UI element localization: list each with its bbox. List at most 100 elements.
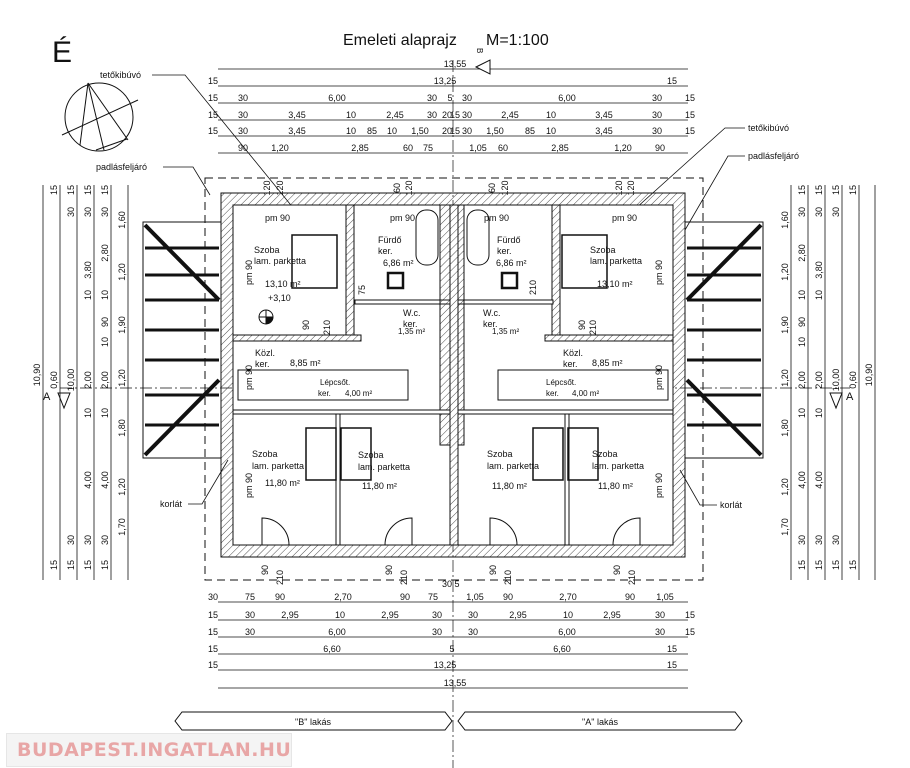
dim-label-left: 30 bbox=[100, 535, 110, 545]
callout-attic-stairs-left: padlásfeljáró bbox=[96, 162, 211, 196]
dim-label-right: 10 bbox=[814, 290, 824, 300]
dim-label-bottom: 30 bbox=[655, 627, 665, 637]
dim-label-right: 30 bbox=[831, 207, 841, 217]
dim-label-bottom: 15 bbox=[208, 610, 218, 620]
dim-label-right: 10 bbox=[797, 290, 807, 300]
dim-label-top: 3,45 bbox=[595, 110, 613, 120]
dim-label-bottom: 30 bbox=[468, 627, 478, 637]
dim-label-left: 0,60 bbox=[49, 371, 59, 389]
dim-label-bottom: 15 bbox=[685, 610, 695, 620]
svg-text:lam. parketta: lam. parketta bbox=[592, 461, 644, 471]
dim-label-bottom: 90 bbox=[503, 592, 513, 602]
dim-label-right: 10 bbox=[814, 408, 824, 418]
dim-label-bottom: 30 bbox=[442, 579, 452, 589]
dim-label-bottom: 6,00 bbox=[328, 627, 346, 637]
dim-label-left: 30 bbox=[100, 207, 110, 217]
svg-text:ker.: ker. bbox=[378, 246, 393, 256]
dim-label-top: 30 bbox=[462, 126, 472, 136]
svg-text:90: 90 bbox=[612, 565, 622, 575]
dim-label-top: 10 bbox=[546, 126, 556, 136]
section-mark-top bbox=[474, 59, 491, 75]
dim-label-bottom: 15 bbox=[667, 660, 677, 670]
svg-text:Szoba: Szoba bbox=[590, 245, 616, 255]
dim-label-top: 3,45 bbox=[288, 126, 306, 136]
dim-label-left: 1,20 bbox=[117, 369, 127, 387]
dim-label-left: 10 bbox=[100, 290, 110, 300]
dim-label-bottom: 15 bbox=[208, 660, 218, 670]
dim-label-top: 10 bbox=[346, 110, 356, 120]
dim-label-bottom: 30 bbox=[655, 610, 665, 620]
room-b-staircase: Lépcsőt.ker.4,00 m² bbox=[318, 378, 372, 398]
svg-text:210: 210 bbox=[399, 570, 409, 585]
dim-label-top: 15 bbox=[208, 110, 218, 120]
svg-text:lam. parketta: lam. parketta bbox=[590, 256, 642, 266]
dim-label-right: 4,00 bbox=[814, 471, 824, 489]
svg-text:11,80 m²: 11,80 m² bbox=[362, 481, 397, 491]
svg-text:pm 90: pm 90 bbox=[654, 260, 664, 285]
dim-label-right: 2,00 bbox=[797, 371, 807, 389]
room-a-corridor: Közl.ker.8,85 m² bbox=[563, 348, 623, 369]
svg-text:ker.: ker. bbox=[546, 389, 559, 398]
dim-label-right: 15 bbox=[797, 560, 807, 570]
callout-railing-right: korlát bbox=[679, 469, 743, 510]
dim-label-top: 20 bbox=[442, 126, 452, 136]
dim-label-left: 15 bbox=[83, 185, 93, 195]
svg-text:padlásfeljáró: padlásfeljáró bbox=[96, 162, 147, 172]
svg-text:+3,10: +3,10 bbox=[268, 293, 291, 303]
dim-label-top: 15 bbox=[450, 110, 460, 120]
dim-label-top: 6,00 bbox=[328, 93, 346, 103]
dim-label-left: 30 bbox=[83, 535, 93, 545]
dim-label-left: 30 bbox=[83, 207, 93, 217]
unit-banner-a: "A" lakás bbox=[457, 711, 743, 731]
dim-label-top: 30 bbox=[427, 110, 437, 120]
svg-text:13,10 m²: 13,10 m² bbox=[265, 279, 301, 289]
opening-label: 120 bbox=[614, 180, 624, 195]
dim-label-top: 90 bbox=[655, 143, 665, 153]
opening-label: 60 bbox=[487, 183, 497, 193]
dim-label-bottom: 6,60 bbox=[553, 644, 571, 654]
svg-text:210: 210 bbox=[528, 280, 538, 295]
svg-text:A: A bbox=[43, 391, 51, 403]
callout-railing-left: korlát bbox=[160, 459, 229, 509]
dim-label-top: 2,85 bbox=[551, 143, 569, 153]
building-walls bbox=[142, 192, 764, 558]
dim-label-bottom: 30 bbox=[245, 610, 255, 620]
dim-label-bottom: 15 bbox=[208, 644, 218, 654]
dim-label-right: 1,70 bbox=[780, 518, 790, 536]
dim-label-right: 3,80 bbox=[814, 261, 824, 279]
dim-label-bottom: 30 bbox=[468, 610, 478, 620]
svg-text:ker.: ker. bbox=[483, 319, 498, 329]
svg-text:Szoba: Szoba bbox=[592, 449, 618, 459]
svg-text:pm 90: pm 90 bbox=[244, 260, 254, 285]
dim-label-bottom: 75 bbox=[245, 592, 255, 602]
dim-label-right: 1,20 bbox=[780, 478, 790, 496]
svg-text:tetőkibúvó: tetőkibúvó bbox=[748, 123, 789, 133]
svg-text:tetőkibúvó: tetőkibúvó bbox=[100, 70, 141, 80]
svg-text:210: 210 bbox=[503, 570, 513, 585]
svg-text:90: 90 bbox=[260, 565, 270, 575]
dim-label-bottom: 10 bbox=[563, 610, 573, 620]
svg-text:210: 210 bbox=[627, 570, 637, 585]
dim-label-top: 30 bbox=[652, 110, 662, 120]
dim-label-bottom: 2,95 bbox=[281, 610, 299, 620]
dim-label-left: 15 bbox=[66, 560, 76, 570]
dim-label-top: 2,45 bbox=[386, 110, 404, 120]
svg-text:pm 90: pm 90 bbox=[654, 365, 664, 390]
dim-label-top: 60 bbox=[403, 143, 413, 153]
svg-text:90: 90 bbox=[577, 320, 587, 330]
dim-label-bottom: 15 bbox=[208, 627, 218, 637]
dim-label-left: 4,00 bbox=[83, 471, 93, 489]
opening-label: 120 bbox=[500, 180, 510, 195]
dim-label-bottom: 30 bbox=[432, 627, 442, 637]
dim-label-right: 10 bbox=[797, 337, 807, 347]
opening-label: 120 bbox=[404, 180, 414, 195]
dim-label-left: 10 bbox=[83, 408, 93, 418]
dim-label-right: 30 bbox=[831, 535, 841, 545]
dim-label-right: 1,20 bbox=[780, 369, 790, 387]
svg-text:Lépcsőt.: Lépcsőt. bbox=[546, 378, 576, 387]
svg-text:4,00 m²: 4,00 m² bbox=[345, 389, 372, 398]
